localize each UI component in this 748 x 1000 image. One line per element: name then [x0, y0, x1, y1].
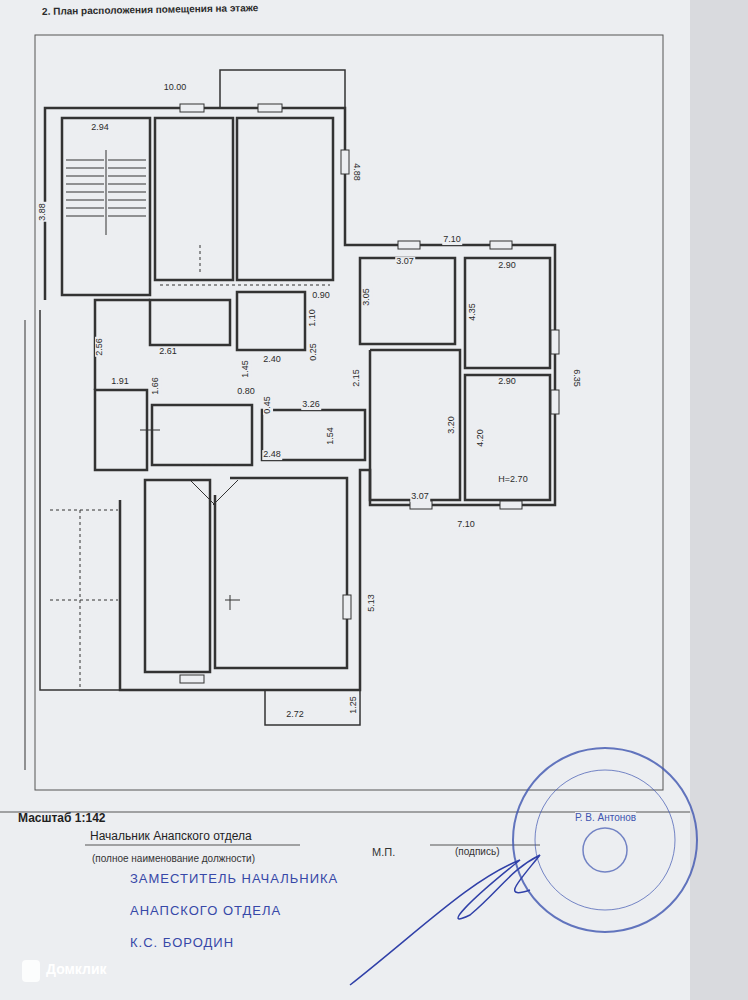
dimension-label: H=2.70 [497, 475, 528, 485]
dimension-label: 2.94 [90, 123, 110, 133]
stamp-emblem [583, 828, 627, 872]
dimension-label: 3.88 [38, 202, 48, 222]
stamp-name: Р. В. Антонов [575, 812, 636, 823]
position-title: Начальник Анапского отдела [90, 830, 252, 843]
field-caption: (полное наименование должности) [92, 853, 255, 864]
dimension-label: 3.20 [447, 415, 457, 435]
dimension-label: 4.20 [476, 428, 486, 448]
page-frame [35, 35, 663, 790]
stamp-ring [513, 748, 697, 932]
watermark: Домклик [46, 962, 107, 977]
paper-sheet [0, 0, 690, 1000]
blue-stamp-text: АНАПСКОГО ОТДЕЛА [130, 904, 281, 918]
dimension-label: 7.10 [456, 520, 476, 530]
dimension-label: 2.56 [95, 337, 105, 357]
dimension-label: 2.61 [158, 347, 178, 357]
openings [50, 245, 330, 690]
dimension-label: 1.10 [308, 308, 318, 328]
dimension-label: 10.00 [163, 83, 188, 93]
rule-line [85, 845, 300, 846]
dimension-label: 4.35 [468, 302, 478, 322]
dimension-label: 2.72 [285, 710, 305, 720]
dimension-label: 3.05 [362, 287, 372, 307]
stamp-ring [535, 770, 675, 910]
blue-stamp-text: К.С. БОРОДИН [130, 936, 234, 950]
windows [180, 104, 559, 683]
rule-line [430, 845, 540, 846]
dimension-label: 0.80 [236, 387, 256, 397]
dimension-label: 1.45 [241, 359, 251, 379]
doors [140, 430, 240, 610]
watermark-icon [22, 960, 40, 982]
dimension-label: 2.48 [262, 450, 282, 460]
dimension-label: 0.25 [309, 342, 319, 362]
dimension-label: 5.13 [367, 593, 377, 613]
dimension-label: 1.91 [110, 377, 130, 387]
dimension-label: 2.40 [262, 355, 282, 365]
dimension-label: 3.07 [410, 492, 430, 502]
field-caption: (подпись) [455, 846, 499, 857]
dimension-label: 3.07 [395, 257, 415, 267]
dimension-label: 6.35 [571, 368, 581, 388]
dimension-label: 1.54 [326, 426, 336, 446]
dimension-label: 7.10 [442, 235, 462, 245]
blue-stamp-text: ЗАМЕСТИТЕЛЬ НАЧАЛЬНИКА [130, 872, 338, 886]
dimension-label: 4.88 [351, 162, 361, 182]
dimension-label: 2.90 [497, 377, 517, 387]
dimension-label: 0.45 [263, 395, 273, 415]
scale-note: Масштаб 1:142 [18, 812, 105, 825]
dimension-label: 2.15 [352, 368, 362, 388]
dimension-label: 0.90 [311, 291, 331, 301]
dimension-label: 1.66 [151, 376, 161, 396]
dimension-label: 1.25 [349, 695, 359, 715]
walls [25, 70, 555, 770]
signature [350, 855, 540, 985]
dimension-label: 2.90 [497, 261, 517, 271]
stairs [66, 150, 146, 235]
stamp-place: М.П. [372, 846, 395, 858]
dimension-label: 3.26 [301, 400, 321, 410]
